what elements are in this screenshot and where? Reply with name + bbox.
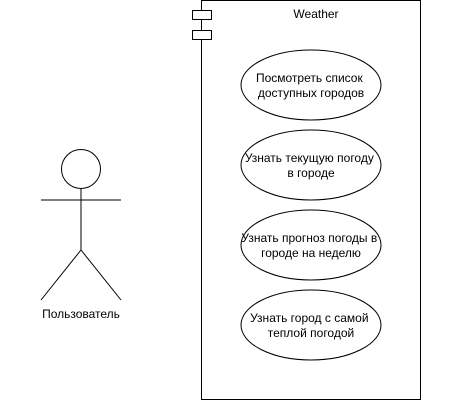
component-title: Weather	[293, 7, 338, 21]
actor-right-leg	[80, 249, 122, 301]
use-case-ellipse	[240, 289, 382, 361]
actor-head	[61, 149, 101, 189]
actor-label: Пользователь	[42, 307, 120, 321]
component-port-icon	[192, 10, 212, 20]
use-case-label: Узнать прогноз погоды в городе на неделю	[241, 231, 380, 260]
actor-user[interactable]: Пользователь	[40, 149, 122, 322]
use-case-current-weather[interactable]: Узнать текущую погоду в городе	[240, 129, 382, 201]
use-case-ellipse	[240, 49, 382, 121]
component-port-icon	[192, 30, 212, 40]
use-case-ellipse	[240, 129, 382, 201]
actor-left-leg	[40, 249, 82, 301]
use-case-weekly-forecast[interactable]: Узнать прогноз погоды в городе на неделю	[240, 209, 382, 281]
use-case-ellipse	[240, 209, 382, 281]
use-case-warmest-city[interactable]: Узнать город с самой теплой погодой	[240, 289, 382, 361]
use-case-label: Узнать текущую погоду в городе	[245, 151, 377, 180]
use-case-label: Посмотреть список доступных городов	[256, 71, 366, 100]
use-case-label: Узнать город с самой теплой погодой	[250, 311, 372, 340]
use-case-list-cities[interactable]: Посмотреть список доступных городов	[240, 49, 382, 121]
